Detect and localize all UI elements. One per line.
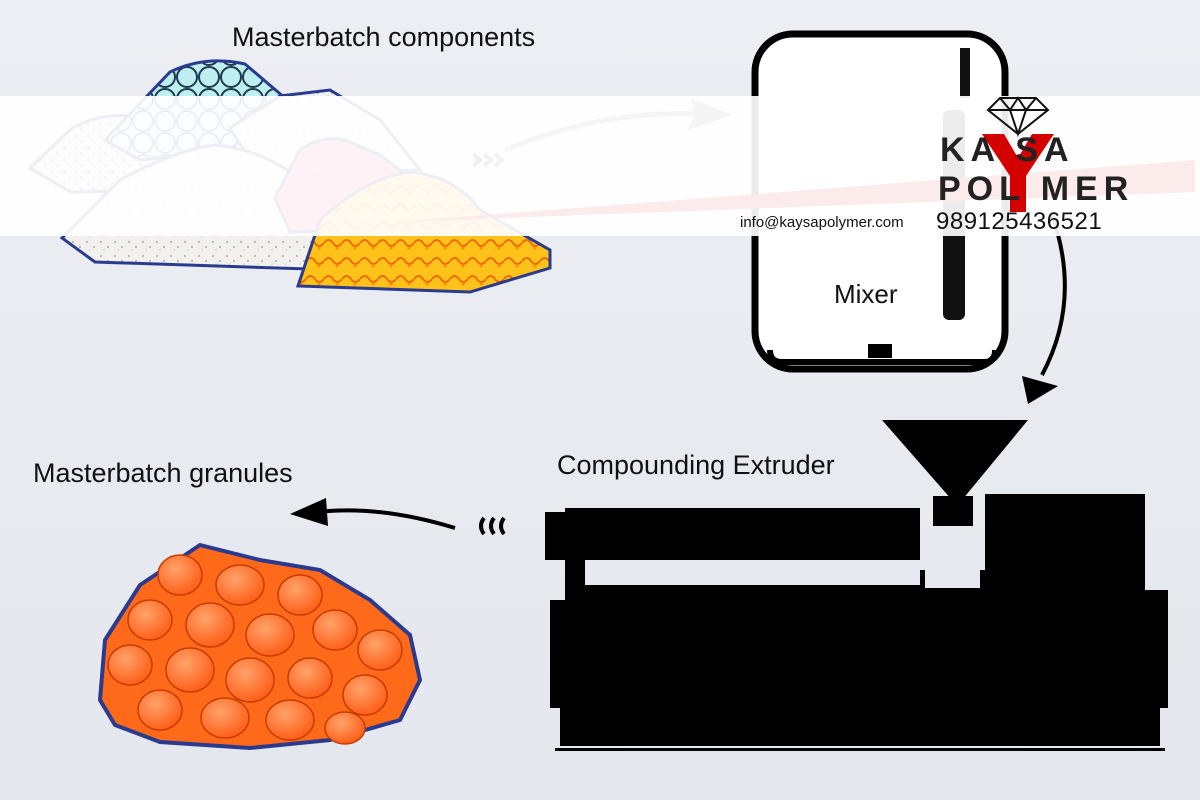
brand-name-line2: POL MER — [938, 170, 1135, 208]
arrow-extruder-to-granules — [290, 498, 506, 536]
label-masterbatch-granules: Masterbatch granules — [33, 458, 293, 488]
label-mixer: Mixer — [834, 279, 898, 309]
brand-name-line1: KA SA — [940, 131, 1075, 169]
extruder-hopper — [882, 420, 1028, 500]
compounding-extruder — [545, 420, 1168, 751]
arrow-mixer-to-extruder — [1022, 214, 1067, 404]
masterbatch-granules-pile — [97, 542, 423, 751]
label-masterbatch-components: Masterbatch components — [232, 22, 536, 52]
contact-email[interactable]: info@kaysapolymer.com — [740, 214, 904, 231]
contact-phone[interactable]: 989125436521 — [936, 208, 1103, 235]
label-compounding-extruder: Compounding Extruder — [557, 450, 835, 480]
